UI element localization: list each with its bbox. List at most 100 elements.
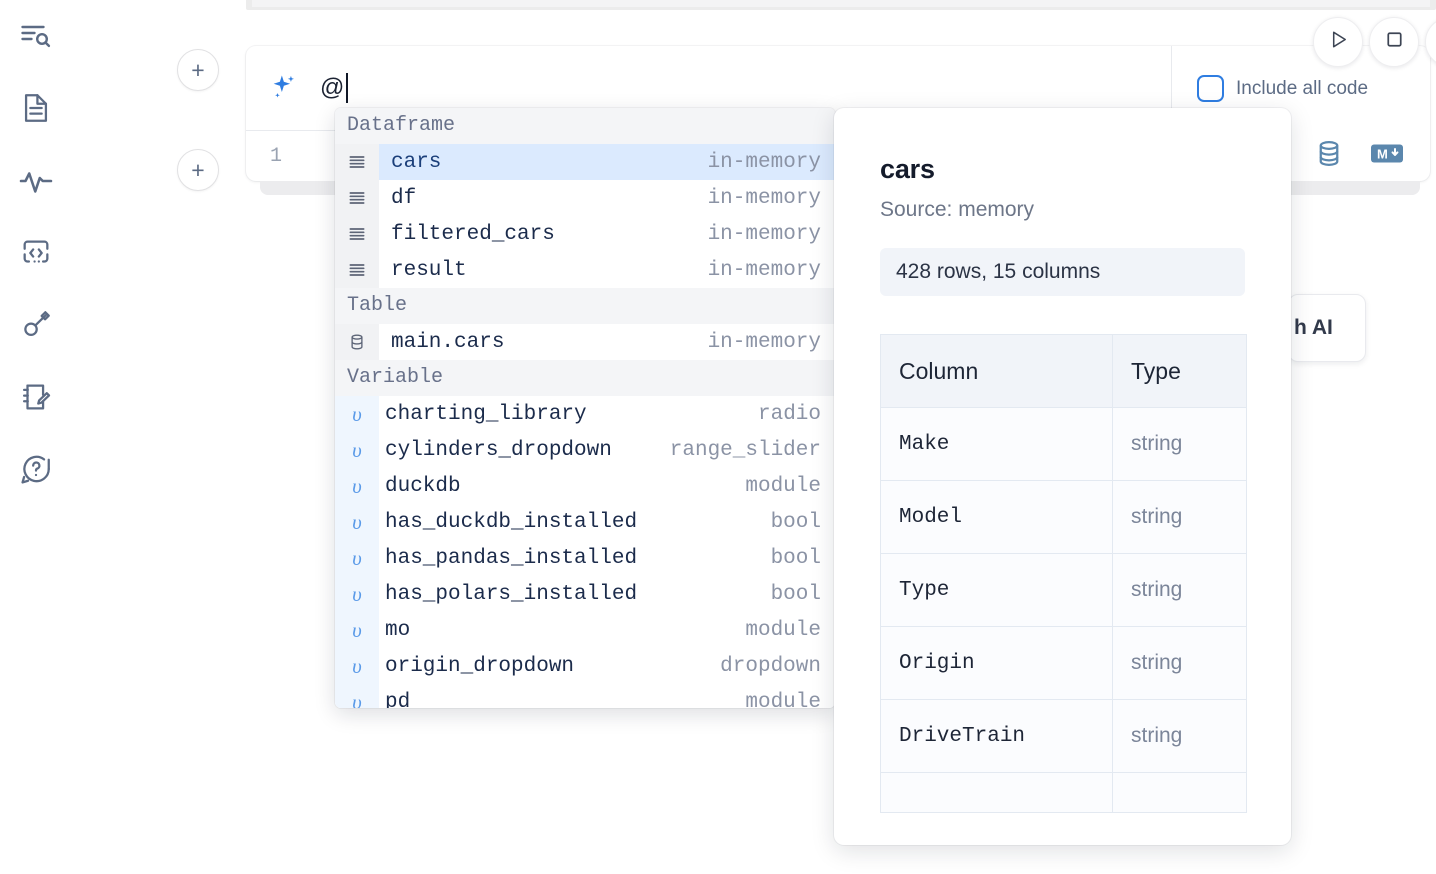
autocomplete-item-kind: bool — [770, 546, 821, 570]
autocomplete-item-kind: in-memory — [707, 222, 821, 246]
autocomplete-item-body: has_pandas_installed bool — [379, 540, 835, 576]
include-all-code-checkbox[interactable] — [1197, 75, 1224, 102]
sidebar-item-snippets[interactable] — [14, 231, 58, 275]
add-cell-button-top[interactable]: + — [177, 49, 219, 91]
autocomplete-item-name: main.cars — [391, 330, 505, 354]
autocomplete-item-kind: range_slider — [669, 438, 821, 462]
autocomplete-item-name: has_pandas_installed — [385, 546, 638, 570]
autocomplete-item[interactable]: filtered_cars in-memory — [335, 216, 835, 252]
schema-column-type: string — [1112, 699, 1247, 773]
table-db-icon — [335, 324, 379, 360]
autocomplete-item-name: filtered_cars — [391, 222, 555, 246]
stop-button[interactable] — [1369, 17, 1419, 67]
stop-icon — [1383, 28, 1406, 56]
sidebar-item-scratchpad[interactable] — [14, 375, 58, 419]
autocomplete-item-kind: radio — [757, 402, 821, 426]
key-icon — [19, 308, 53, 342]
markdown-icon[interactable]: M — [1370, 142, 1404, 171]
autocomplete-group-header: Dataframe — [335, 108, 835, 144]
activity-pulse-icon — [18, 163, 54, 199]
notebook-top-strip-inner — [252, 0, 1430, 7]
autocomplete-item-kind: in-memory — [707, 258, 821, 282]
autocomplete-item-name: charting_library — [385, 402, 587, 426]
autocomplete-item-kind: module — [745, 618, 821, 642]
autocomplete-item[interactable]: cars in-memory — [335, 144, 835, 180]
dataframe-icon — [335, 144, 379, 180]
autocomplete-item-kind: in-memory — [707, 150, 821, 174]
left-sidebar — [0, 0, 72, 874]
autocomplete-item-kind: dropdown — [720, 654, 821, 678]
include-all-code-control[interactable]: Include all code — [1171, 46, 1430, 131]
autocomplete-item-kind: module — [745, 690, 821, 709]
autocomplete-item-name: has_duckdb_installed — [385, 510, 638, 534]
generate-with-ai-button[interactable]: h AI — [1288, 294, 1366, 362]
ai-prompt-input[interactable]: @ — [320, 68, 1171, 108]
autocomplete-item-name: df — [391, 186, 417, 210]
sidebar-item-activity[interactable] — [14, 159, 58, 203]
notebook-edit-icon — [19, 380, 53, 414]
sidebar-item-help[interactable] — [14, 447, 58, 491]
sidebar-item-explore[interactable] — [14, 14, 58, 58]
schema-column-name: Origin — [880, 626, 1113, 700]
schema-column-name — [880, 772, 1113, 813]
sidebar-item-documentation[interactable] — [14, 86, 58, 130]
schema-column-type: string — [1112, 407, 1247, 481]
variable-icon: υ — [335, 504, 379, 540]
run-button[interactable] — [1313, 17, 1363, 67]
variable-icon: υ — [335, 432, 379, 468]
schema-column-header: Column — [880, 334, 1113, 408]
outline-search-icon — [18, 18, 54, 54]
help-chat-icon — [19, 452, 53, 486]
autocomplete-item-kind: module — [745, 474, 821, 498]
variable-icon: υ — [335, 684, 379, 708]
autocomplete-item-body: duckdb module — [379, 468, 835, 504]
autocomplete-item-body: pd module — [379, 684, 835, 709]
schema-column-name: Make — [880, 407, 1113, 481]
detail-source: Source: memory — [880, 198, 1035, 221]
code-snippet-icon — [19, 236, 53, 270]
autocomplete-item-name: result — [391, 258, 467, 282]
schema-column-name: Type — [880, 553, 1113, 627]
line-number: 1 — [269, 144, 282, 168]
dataframe-icon — [335, 180, 379, 216]
schema-column-name: Model — [880, 480, 1113, 554]
document-icon — [19, 91, 53, 125]
autocomplete-item-name: duckdb — [385, 474, 461, 498]
database-icon[interactable] — [1314, 139, 1344, 174]
autocomplete-item-body: cars in-memory — [379, 144, 835, 180]
autocomplete-item-name: pd — [385, 690, 411, 709]
autocomplete-item[interactable]: result in-memory — [335, 252, 835, 288]
autocomplete-item-kind: bool — [770, 510, 821, 534]
text-caret — [345, 73, 348, 103]
cell-tools: M — [1314, 139, 1404, 174]
ai-prompt-input-value: @ — [320, 74, 345, 101]
variable-icon: υ — [335, 540, 379, 576]
add-cell-button-bottom[interactable]: + — [177, 149, 219, 191]
dataframe-detail-panel: cars Source: memory 428 rows, 15 columns… — [834, 108, 1291, 845]
variable-icon: υ — [335, 648, 379, 684]
variable-icon: υ — [335, 576, 379, 612]
autocomplete-item-name: cars — [391, 150, 442, 174]
autocomplete-item-kind: bool — [770, 582, 821, 606]
sidebar-item-secrets[interactable] — [14, 303, 58, 347]
